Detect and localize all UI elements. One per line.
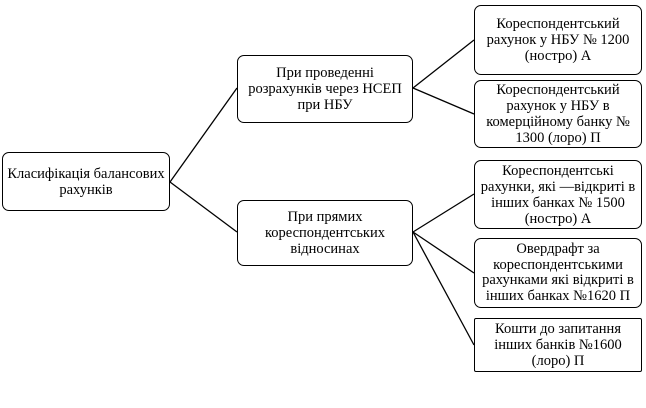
connector-root-group1: [169, 87, 238, 183]
connector-group1-item2: [412, 87, 475, 115]
account-node-1200: Кореспондентський рахунок у НБУ № 1200 (…: [474, 5, 642, 75]
group-label: При проведенні розрахунків через НСЕП пр…: [248, 65, 402, 113]
account-node-1620: Овердрафт за кореспондентськими рахункам…: [474, 238, 642, 308]
account-label: Кошти до запитання інших банків №1600 (л…: [494, 321, 622, 369]
root-node: Класифікація балансових рахунків: [2, 152, 170, 211]
connector-group2-item5: [412, 231, 475, 346]
group-node-direct: При прямих кореспондентських відносинах: [237, 200, 413, 266]
account-label: Овердрафт за кореспондентськими рахункам…: [482, 241, 634, 304]
connector-group2-item3: [412, 193, 475, 233]
connector-root-group2: [169, 181, 238, 233]
connector-group1-item1: [412, 39, 475, 89]
account-node-1600: Кошти до запитання інших банків №1600 (л…: [474, 318, 642, 372]
account-label: Кореспондентський рахунок у НБУ № 1200 (…: [486, 16, 630, 64]
account-node-1500: Кореспондентські рахунки, які —відкриті …: [474, 160, 642, 229]
account-label: Кореспондентські рахунки, які —відкриті …: [480, 162, 636, 227]
account-node-1300: Кореспондентський рахунок у НБУ в комерц…: [474, 80, 642, 148]
root-label: Класифікація балансових рахунків: [7, 165, 165, 198]
account-label: Кореспондентський рахунок у НБУ в комерц…: [486, 82, 630, 146]
group-node-nsep: При проведенні розрахунків через НСЕП пр…: [237, 55, 413, 123]
group-label: При прямих кореспондентських відносинах: [264, 209, 385, 257]
connector-group2-item4: [412, 231, 475, 274]
